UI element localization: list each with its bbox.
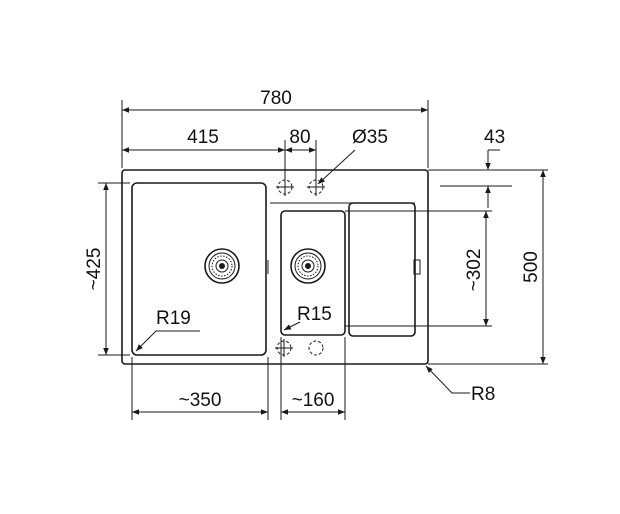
- main-bowl-outline: [131, 182, 267, 356]
- small-bowl-outline: [280, 210, 346, 336]
- label-top-offset: 43: [484, 127, 505, 148]
- label-small-bowl-height: ~302: [464, 249, 485, 292]
- tap-hole-icon: [275, 339, 293, 357]
- label-main-bowl-width: ~350: [179, 390, 222, 411]
- label-hole-diameter: Ø35: [352, 127, 388, 148]
- label-tap-spacing: 80: [289, 127, 310, 148]
- label-total-width: 780: [260, 88, 292, 109]
- main-drain-icon: [204, 248, 240, 284]
- label-outer-radius: R8: [471, 384, 495, 405]
- dim-line-small-radius-leader: [283, 321, 301, 331]
- dim-line-main-radius-leader: [135, 330, 200, 352]
- label-main-radius: R19: [156, 308, 191, 329]
- dim-line-outer-radius-leader: [425, 365, 470, 394]
- small-drain-icon: [290, 248, 326, 284]
- tap-hole-icon: [276, 178, 294, 196]
- tap-hole-icon: [308, 340, 324, 356]
- label-total-height: 500: [521, 251, 542, 283]
- label-left-width: 415: [187, 127, 219, 148]
- overflow-slot: [413, 259, 421, 275]
- sink-outer-outline: [121, 169, 429, 365]
- drainer-outline: [348, 202, 416, 337]
- dim-line-diameter-leader: [317, 149, 356, 185]
- label-small-bowl-width: ~160: [292, 390, 335, 411]
- label-main-bowl-height: ~425: [84, 248, 105, 291]
- label-small-radius: R15: [297, 304, 332, 325]
